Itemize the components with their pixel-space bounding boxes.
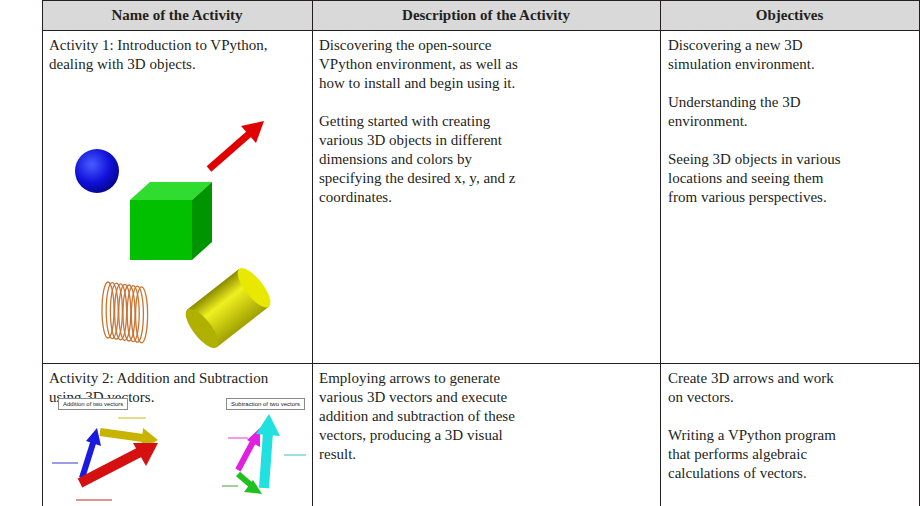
column-header: Description of the Activity (312, 6, 660, 25)
table-cell: Writing a VPython program that performs … (668, 426, 848, 483)
helix-coil (102, 282, 148, 343)
table-cell: Employing arrows to generate various 3D … (319, 369, 534, 464)
table-cell: Discovering the open-source VPython envi… (319, 36, 534, 93)
table-cell: Discovering a new 3D simulation environm… (668, 36, 848, 74)
screenshot-title-box: Addition of two vectors (58, 398, 128, 410)
column-header: Name of the Activity (42, 6, 312, 25)
screenshot-title: Addition of two vectors (63, 400, 123, 408)
green-cube (130, 182, 212, 260)
column-header: Objectives (660, 6, 919, 25)
red-arrow (209, 121, 264, 169)
table-cell: Activity 1: Introduction to VPython, dea… (49, 36, 304, 74)
addition-vectors (52, 418, 158, 500)
blue-sphere (75, 149, 119, 193)
table-cell: Getting started with creating various 3D… (319, 112, 534, 207)
screenshot-title: Subtraction of two vectors (231, 400, 300, 408)
yellow-cylinder (180, 263, 276, 353)
table-cell: Create 3D arrows and work on vectors. (668, 369, 848, 407)
table-cell: Seeing 3D objects in various locations a… (668, 150, 848, 207)
header-band (42, 1, 919, 31)
screenshot-title-box: Subtraction of two vectors (226, 398, 305, 410)
table-cell: Understanding the 3D environment. (668, 93, 848, 131)
subtraction-vectors (222, 414, 306, 494)
table-grid (42, 0, 920, 506)
